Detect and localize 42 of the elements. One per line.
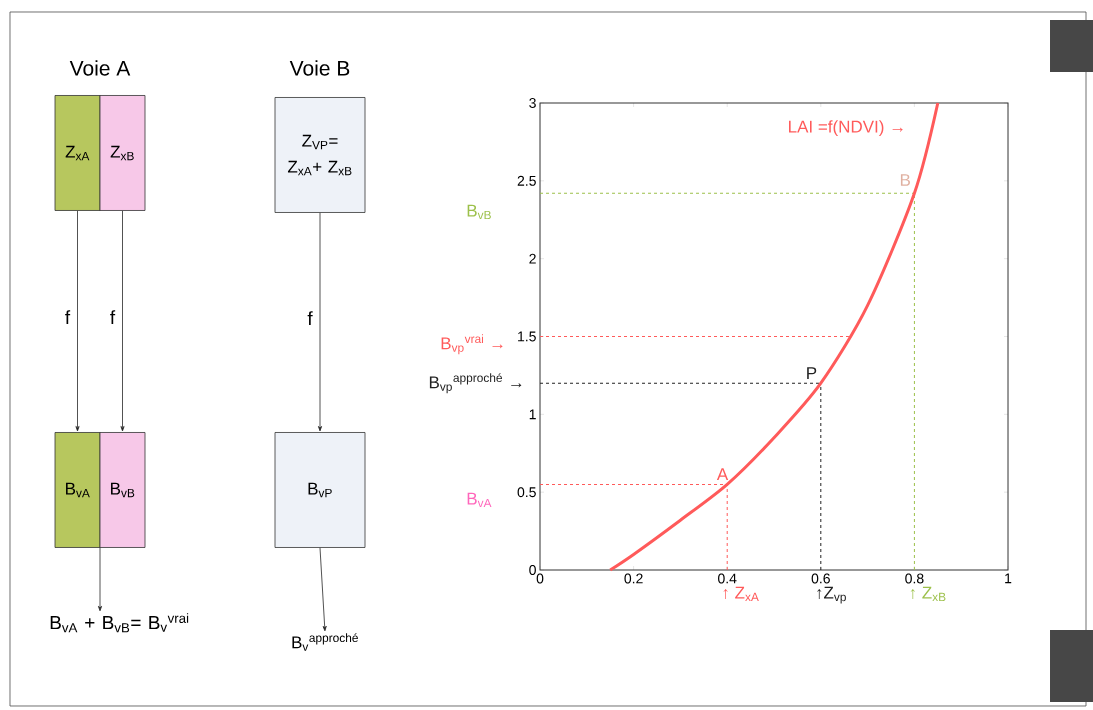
result-text: B$_{vA}$ + B$_{vB}$= B$_{v}$vrai bbox=[50, 613, 189, 633]
annotation: P bbox=[807, 367, 817, 379]
tick-label: 0.2 bbox=[624, 573, 643, 584]
process-box: B$_{vP}$ bbox=[274, 432, 366, 548]
text: ↑ Z$_{xB}$ bbox=[910, 586, 946, 602]
text: B$_{vB}$ bbox=[467, 204, 491, 220]
edge-label: f bbox=[306, 310, 314, 326]
text: B$_{vp}$$^{approché}$ → bbox=[429, 373, 522, 394]
tick-label: 1.5 bbox=[518, 331, 536, 342]
tick-label: 0.4 bbox=[718, 573, 737, 584]
annotation: B bbox=[900, 174, 910, 186]
text: ↑Z$_{vp}$ bbox=[817, 586, 846, 604]
tick-label: 3 bbox=[529, 98, 536, 108]
heading: Voie A bbox=[69, 60, 131, 76]
result-text: B$_{v}$approché bbox=[292, 633, 358, 651]
process-box: Z$_{xB}$ bbox=[99, 95, 146, 211]
process-box: Z$_{xA}$ bbox=[54, 95, 101, 211]
text: B$_{vA}$ bbox=[467, 492, 492, 508]
process-box: B$_{vB}$ bbox=[99, 432, 146, 548]
tick-label: 1 bbox=[529, 409, 536, 420]
tick-label: 1 bbox=[1005, 573, 1012, 584]
tick-label: 0 bbox=[536, 573, 544, 584]
arrow bbox=[98, 547, 102, 612]
tick-label: 0 bbox=[529, 565, 536, 575]
tick-label: 0.6 bbox=[811, 573, 830, 584]
edge-label: f bbox=[63, 309, 72, 325]
arrow bbox=[120, 210, 125, 432]
process-box: Z$_{VP}$= Z$_{xA}$+ Z$_{xB}$ bbox=[274, 97, 366, 213]
tick-label: 0.5 bbox=[517, 487, 536, 498]
arrow bbox=[319, 547, 327, 632]
tick-label: 2 bbox=[529, 253, 536, 264]
tick-label: 2.5 bbox=[517, 175, 536, 186]
annotation: LAI =f(NDVI) → bbox=[789, 120, 903, 137]
edge-label: f bbox=[108, 309, 117, 325]
arrow bbox=[75, 210, 80, 432]
arrow bbox=[318, 212, 322, 432]
heading: Voie B bbox=[289, 60, 350, 76]
annotation: A bbox=[716, 468, 729, 481]
tick-label: 0.8 bbox=[905, 573, 924, 584]
text: B$_{vp}$$^{vrai}$ → bbox=[441, 334, 503, 355]
text: ↑ Z$_{xA}$ bbox=[723, 586, 759, 602]
process-box: B$_{vA}$ bbox=[54, 432, 101, 548]
